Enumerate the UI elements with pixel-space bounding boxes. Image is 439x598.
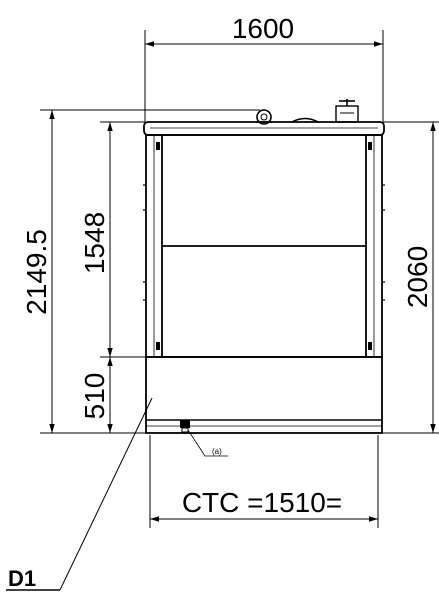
dim-label-1600: 1600	[232, 13, 294, 44]
callout-a: (a)	[187, 429, 228, 457]
dimension-right-height: 2060	[383, 121, 439, 434]
callout-a-label: (a)	[212, 447, 222, 456]
dim-label-510: 510	[79, 373, 110, 420]
dim-label-ctc: CTC =1510=	[182, 487, 342, 518]
dimension-overall-width: 1600	[144, 13, 384, 122]
top-hatch	[291, 117, 319, 123]
top-valve-icon	[335, 99, 359, 123]
cabinet-outline	[143, 99, 385, 434]
dim-label-2149-5: 2149.5	[21, 229, 52, 315]
base-plinth	[145, 356, 383, 434]
dimension-overall-height: 2149.5	[21, 109, 260, 434]
dimension-center-to-center: CTC =1510=	[149, 435, 379, 528]
dim-label-1548: 1548	[79, 212, 110, 274]
detail-d1-callout: D1	[6, 397, 153, 591]
dim-label-2060: 2060	[402, 246, 433, 308]
detail-label-d1: D1	[8, 566, 36, 591]
dimension-upper-and-base: 1548 510	[79, 121, 145, 433]
